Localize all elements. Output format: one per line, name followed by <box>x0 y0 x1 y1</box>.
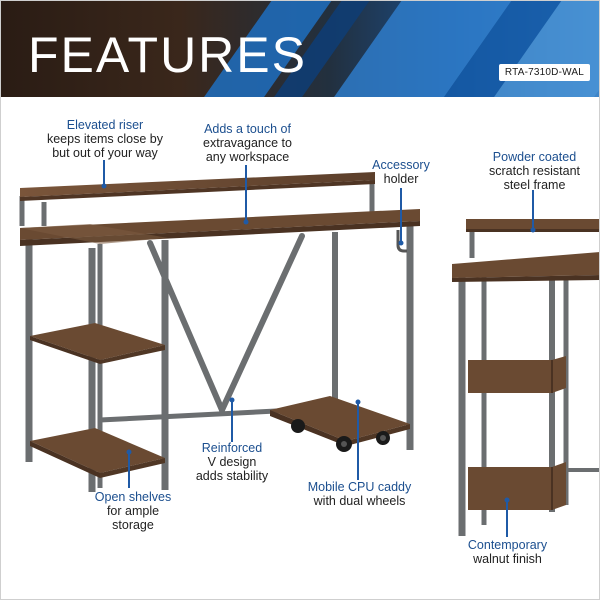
model-number-badge: RTA-7310D-WAL <box>498 64 590 81</box>
callout-heading: Adds a touch of <box>204 122 291 136</box>
callout-heading: Powder coated <box>492 150 577 164</box>
callout-open-shelves: Open shelves for ample storage <box>88 490 178 532</box>
callout-text: scratch resistant <box>488 164 580 178</box>
callout-text: walnut finish <box>473 552 542 566</box>
desk-riser <box>20 172 375 201</box>
callout-heading: Contemporary <box>467 538 548 552</box>
callout-heading: Accessory <box>372 158 430 172</box>
callout-text: any workspace <box>205 150 290 164</box>
open-shelves <box>30 323 165 478</box>
callout-text: steel frame <box>503 178 566 192</box>
leader-dot <box>398 240 404 246</box>
desk-top <box>20 209 420 246</box>
leader-dot <box>101 183 107 189</box>
leader-dot <box>229 397 235 403</box>
accessory-hook <box>396 230 407 253</box>
desk-illustration <box>19 160 600 537</box>
callout-leaders <box>101 160 536 537</box>
callout-heading: Open shelves <box>94 490 172 504</box>
leader-dot <box>355 399 361 405</box>
callout-text: V design <box>207 455 257 469</box>
callout-contemporary: Contemporary walnut finish <box>460 538 555 566</box>
leader-dot <box>504 497 510 503</box>
callout-heading: Mobile CPU caddy <box>307 480 412 494</box>
callout-powder-coated: Powder coated scratch resistant steel fr… <box>477 150 592 192</box>
callout-text: for ample <box>106 504 160 518</box>
callout-text: with dual wheels <box>313 494 406 508</box>
v-brace <box>147 233 305 413</box>
callout-accessory-holder: Accessory holder <box>366 158 436 186</box>
callout-reinforced: Reinforced V design adds stability <box>192 441 272 483</box>
side-view-desk <box>452 219 600 536</box>
callout-text: adds stability <box>195 469 269 483</box>
cpu-caddy <box>270 396 410 452</box>
callout-text: keeps items close by <box>46 132 164 146</box>
callout-elevated-riser: Elevated riser keeps items close by but … <box>40 118 170 160</box>
callout-text: storage <box>112 518 154 532</box>
callout-cpu-caddy: Mobile CPU caddy with dual wheels <box>302 480 417 508</box>
callout-text: but out of your way <box>52 146 158 160</box>
callout-heading: Elevated riser <box>66 118 144 132</box>
callout-heading: Reinforced <box>201 441 263 455</box>
leader-dot <box>126 449 132 455</box>
callout-extravagance: Adds a touch of extravagance to any work… <box>190 122 305 164</box>
callout-text: extravagance to <box>203 136 292 150</box>
leader-dot <box>530 227 536 233</box>
features-banner: FEATURES RTA-7310D-WAL <box>0 0 600 97</box>
main-desk <box>19 172 420 492</box>
callout-text: holder <box>383 172 419 186</box>
leader-dot <box>243 219 249 225</box>
page-title: FEATURES <box>28 27 307 83</box>
steel-frame <box>19 180 414 492</box>
